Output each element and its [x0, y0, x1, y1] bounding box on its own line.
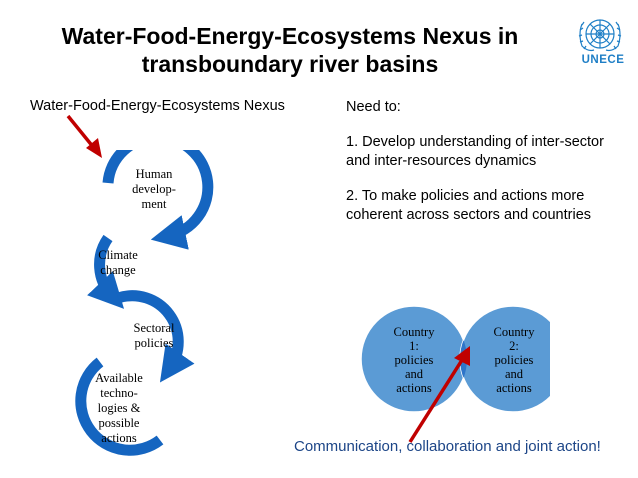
venn-label-country-2: Country 2: policies and actions [484, 325, 544, 395]
cycle-step4-line4: possible [98, 416, 140, 430]
cycle-step3-line2: policies [134, 336, 174, 350]
overlap-arrow-icon [408, 346, 470, 443]
communication-statement: Communication, collaboration and joint a… [294, 438, 601, 455]
cycle-arc-4 [75, 357, 164, 456]
cycle-step-available-technologies: Available techno- logies & possible acti… [84, 371, 154, 446]
venn1-line3: policies [394, 353, 434, 367]
cycle-step2-line2: change [100, 263, 136, 277]
cycle-step-climate-change: Climate change [80, 248, 156, 278]
cycle-step4-line2: techno- [100, 386, 138, 400]
slide-title-line2: transboundary river basins [141, 51, 439, 77]
cycle-step1-line2: develop- [132, 182, 176, 196]
slide-title-line1: Water-Food-Energy-Ecosystems Nexus in [61, 23, 519, 49]
cycle-step4-line3: logies & [97, 401, 141, 415]
nexus-label: Water-Food-Energy-Ecosystems Nexus [30, 98, 285, 114]
cycle-step1-line1: Human [135, 167, 173, 181]
venn2-line1: Country [493, 325, 535, 339]
need-to-block: Need to: 1. Develop understanding of int… [346, 98, 631, 241]
venn1-line1: Country [393, 325, 435, 339]
cycle-arc-1 [102, 150, 214, 250]
venn1-line4: and [404, 367, 424, 381]
need-to-heading: Need to: [346, 99, 401, 115]
unece-logo-text: UNECE [581, 54, 625, 66]
venn2-line4: and [504, 367, 524, 381]
un-emblem-icon [578, 19, 622, 52]
pointer-arrow-icon [66, 114, 102, 158]
venn1-line2: 1: [409, 339, 419, 353]
cycle-step4-line5: actions [101, 431, 137, 445]
cycle-step4-line1: Available [95, 371, 143, 385]
cycle-step1-line3: ment [141, 197, 167, 211]
cycle-step3-line1: Sectoral [133, 321, 175, 335]
nexus-cycle-diagram [75, 150, 214, 456]
cycle-step-human-development: Human develop- ment [112, 167, 196, 212]
venn2-line2: 2: [509, 339, 519, 353]
cycle-step-sectoral-policies: Sectoral policies [118, 321, 190, 351]
slide-title: Water-Food-Energy-Ecosystems Nexus in tr… [20, 22, 560, 78]
venn-label-country-1: Country 1: policies and actions [384, 325, 444, 395]
need-to-point-1: 1. Develop understanding of inter-sector… [346, 134, 604, 169]
venn2-line3: policies [494, 353, 534, 367]
cycle-step2-line1: Climate [98, 248, 138, 262]
venn2-line5: actions [496, 381, 532, 395]
venn1-line5: actions [396, 381, 432, 395]
cycle-arc-2 [87, 234, 125, 309]
cycle-arc-3 [116, 290, 195, 383]
need-to-point-2: 2. To make policies and actions more coh… [346, 188, 592, 223]
